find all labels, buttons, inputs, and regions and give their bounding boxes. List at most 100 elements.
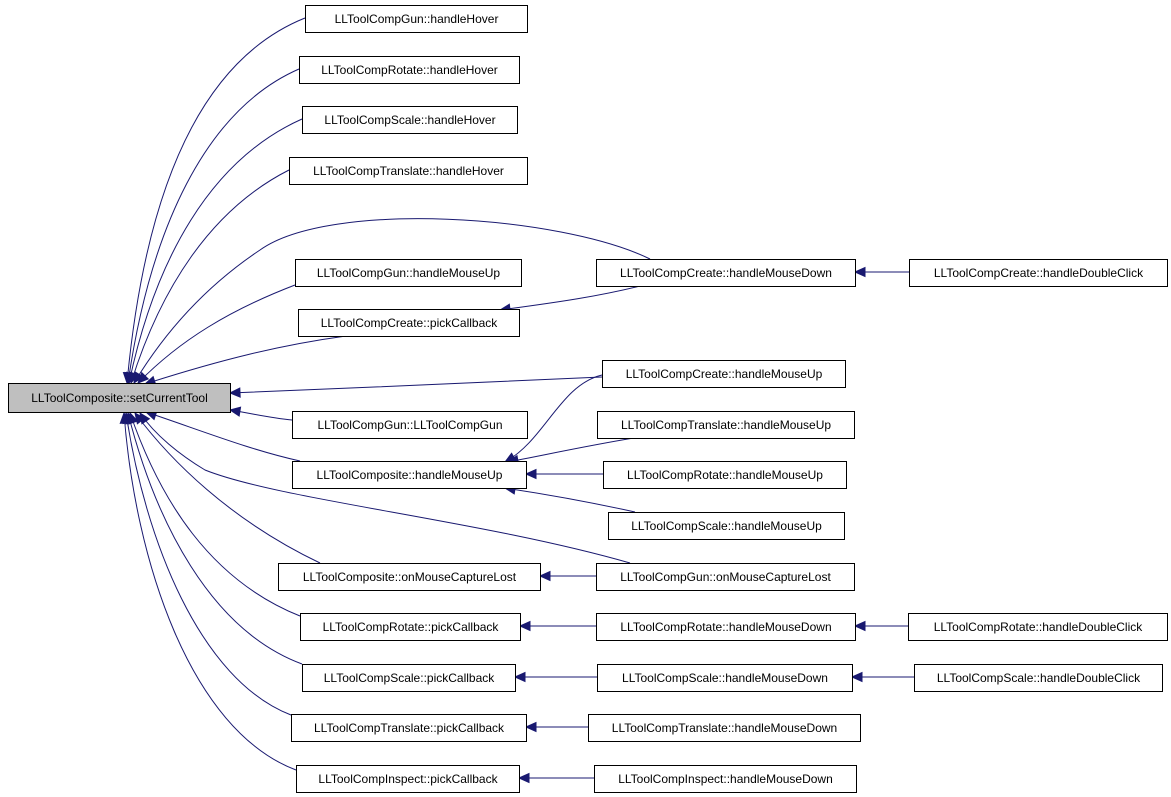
edge-comp_capture-to-root: [134, 412, 321, 564]
node-label: LLToolCompScale::pickCallback: [324, 671, 496, 685]
edge-rot_pick-to-root: [129, 412, 301, 617]
node-label: LLToolComposite::handleMouseUp: [317, 468, 503, 482]
edge-trans_pick-to-root: [125, 412, 292, 716]
arrowhead-gun_ctor-to-root: [228, 406, 242, 417]
edge-gun_mouseup-to-root: [137, 284, 296, 384]
edge-create_down-to-create_pick: [499, 285, 641, 311]
node-rot-pick[interactable]: LLToolCompRotate::pickCallback: [300, 613, 521, 641]
edge-create_pick-to-root: [144, 335, 347, 385]
node-trans-down[interactable]: LLToolCompTranslate::handleMouseDown: [588, 714, 861, 742]
node-box: [295, 259, 522, 287]
node-box: [298, 309, 520, 337]
node-box: [588, 714, 861, 742]
node-gun-mouseup[interactable]: LLToolCompGun::handleMouseUp: [295, 259, 522, 287]
node-rot-up[interactable]: LLToolCompRotate::handleMouseUp: [603, 461, 847, 489]
node-box: [602, 360, 846, 388]
node-create-dbl[interactable]: LLToolCompCreate::handleDoubleClick: [909, 259, 1168, 287]
arrowhead-scale_dbl-to-scale_down: [850, 671, 863, 683]
node-label: LLToolCompGun::LLToolCompGun: [318, 418, 503, 432]
node-box: [302, 106, 518, 134]
node-box: [278, 563, 541, 591]
node-label: LLToolCompCreate::handleMouseDown: [620, 266, 832, 280]
node-box: [292, 411, 528, 439]
node-rot-hover[interactable]: LLToolCompRotate::handleHover: [299, 56, 520, 84]
node-scale-down[interactable]: LLToolCompScale::handleMouseDown: [597, 664, 853, 692]
node-insp-pick[interactable]: LLToolCompInspect::pickCallback: [296, 765, 520, 793]
node-rot-down[interactable]: LLToolCompRotate::handleMouseDown: [596, 613, 856, 641]
node-comp-mouseup[interactable]: LLToolComposite::handleMouseUp: [292, 461, 527, 489]
root-node-root[interactable]: LLToolComposite::setCurrentTool: [8, 383, 231, 413]
node-label: LLToolCompTranslate::handleMouseUp: [621, 418, 831, 432]
node-trans-hover[interactable]: LLToolCompTranslate::handleHover: [289, 157, 528, 185]
node-box: [596, 563, 855, 591]
node-scale-up[interactable]: LLToolCompScale::handleMouseUp: [608, 512, 845, 540]
node-box: [596, 259, 856, 287]
edge-trans_hover-to-root: [130, 169, 290, 384]
node-label: LLToolCompGun::handleHover: [335, 12, 499, 26]
node-label: LLToolCompInspect::pickCallback: [318, 772, 498, 786]
node-box: [608, 512, 845, 540]
node-label: LLToolCompCreate::pickCallback: [321, 316, 499, 330]
arrowhead-gun_mouseup-to-root: [137, 371, 150, 384]
edge-create_up-to-root: [229, 376, 603, 394]
node-scale-pick[interactable]: LLToolCompScale::pickCallback: [302, 664, 516, 692]
node-label: LLToolCompRotate::handleMouseUp: [627, 468, 823, 482]
node-label: LLToolCompScale::handleMouseUp: [631, 519, 822, 533]
node-box: [909, 259, 1168, 287]
edge-scale_up-to-comp_mouseup: [504, 487, 636, 513]
node-label: LLToolCompGun::handleMouseUp: [317, 266, 501, 280]
node-label: LLToolCompTranslate::handleHover: [313, 164, 504, 178]
node-label: LLToolCompRotate::handleMouseDown: [620, 620, 831, 634]
node-gun-ctor[interactable]: LLToolCompGun::LLToolCompGun: [292, 411, 528, 439]
edge-gun_hover-to-root: [126, 17, 306, 384]
node-box: [597, 411, 855, 439]
node-scale-dbl[interactable]: LLToolCompScale::handleDoubleClick: [914, 664, 1163, 692]
node-box: [302, 664, 516, 692]
node-box: [289, 157, 528, 185]
node-label: LLToolCompRotate::handleDoubleClick: [934, 620, 1144, 634]
edge-rot_hover-to-root: [127, 68, 300, 384]
node-insp-down[interactable]: LLToolCompInspect::handleMouseDown: [594, 765, 857, 793]
nodes-layer: LLToolComposite::setCurrentToolLLToolCom…: [8, 5, 1168, 793]
edge-scale_hover-to-root: [128, 118, 303, 384]
node-label: LLToolCompCreate::handleDoubleClick: [934, 266, 1144, 280]
edge-create_up-to-comp_mouseup: [504, 374, 603, 463]
edges-layer: [119, 17, 914, 784]
arrowhead-trans_down-to-trans_pick: [524, 721, 537, 733]
node-trans-pick[interactable]: LLToolCompTranslate::pickCallback: [291, 714, 527, 742]
node-label: LLToolCompCreate::handleMouseUp: [626, 367, 823, 381]
node-label: LLToolCompScale::handleMouseDown: [622, 671, 828, 685]
node-label: LLToolCompTranslate::handleMouseDown: [612, 721, 837, 735]
node-label: LLToolCompScale::handleHover: [324, 113, 495, 127]
edge-comp_mouseup-to-root: [145, 411, 301, 462]
arrowhead-create_down-to-root: [133, 371, 144, 385]
node-box: [291, 714, 527, 742]
node-create-down[interactable]: LLToolCompCreate::handleMouseDown: [596, 259, 856, 287]
node-create-up[interactable]: LLToolCompCreate::handleMouseUp: [602, 360, 846, 388]
node-box: [914, 664, 1163, 692]
arrowhead-rot_dbl-to-rot_down: [853, 620, 866, 632]
node-box: [300, 613, 521, 641]
node-create-pick[interactable]: LLToolCompCreate::pickCallback: [298, 309, 520, 337]
node-label: LLToolCompTranslate::pickCallback: [314, 721, 505, 735]
arrowhead-gun_capture-to-comp_capture: [538, 570, 551, 582]
node-gun-hover[interactable]: LLToolCompGun::handleHover: [305, 5, 528, 33]
node-box: [299, 56, 520, 84]
node-label: LLToolCompRotate::handleHover: [321, 63, 498, 77]
arrowhead-insp_down-to-insp_pick: [517, 772, 530, 784]
node-box: [8, 383, 231, 413]
arrowhead-create_up-to-root: [228, 387, 241, 398]
arrowhead-scale_down-to-scale_pick: [513, 671, 526, 683]
node-box: [908, 613, 1168, 641]
arrowhead-rot_down-to-rot_pick: [518, 620, 531, 632]
node-rot-dbl[interactable]: LLToolCompRotate::handleDoubleClick: [908, 613, 1168, 641]
node-scale-hover[interactable]: LLToolCompScale::handleHover: [302, 106, 518, 134]
arrowhead-create_dbl-to-create_down: [853, 266, 866, 278]
node-trans-up[interactable]: LLToolCompTranslate::handleMouseUp: [597, 411, 855, 439]
arrowhead-insp_pick-to-root: [119, 411, 131, 424]
node-label: LLToolCompGun::onMouseCaptureLost: [620, 570, 831, 584]
node-gun-capture[interactable]: LLToolCompGun::onMouseCaptureLost: [596, 563, 855, 591]
node-comp-capture[interactable]: LLToolComposite::onMouseCaptureLost: [278, 563, 541, 591]
node-label: LLToolComposite::setCurrentTool: [31, 391, 208, 405]
